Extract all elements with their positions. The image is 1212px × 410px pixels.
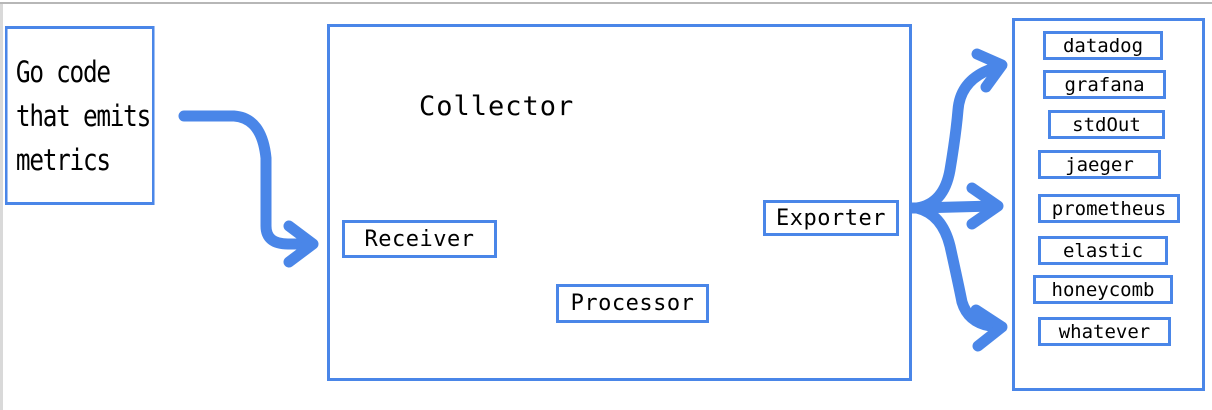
source-line-1: Go code [15, 54, 111, 89]
backend-item-whatever: whatever [1038, 317, 1171, 346]
backend-item-elastic: elastic [1038, 236, 1168, 265]
page-top-rule [0, 2, 1212, 4]
backends-container: datadog grafana stdOut jaeger prometheus… [1012, 18, 1205, 391]
backend-item-grafana: grafana [1043, 70, 1166, 99]
backend-item-stdout: stdOut [1048, 110, 1165, 139]
collector-title: Collector [419, 91, 575, 122]
backend-item-honeycomb: honeycomb [1033, 275, 1173, 304]
source-line-2: that emits [15, 98, 151, 133]
source-code-box: Go code that emits metrics [5, 26, 155, 205]
arrow-exporter-fanout-top [911, 48, 1008, 214]
backend-item-jaeger: jaeger [1038, 150, 1161, 179]
arrow-exporter-fanout-bottom [911, 202, 1008, 352]
processor-box: Processor [556, 284, 709, 323]
arrow-source-to-receiver [178, 110, 319, 268]
page-left-rule [0, 4, 3, 410]
source-line-3: metrics [15, 142, 111, 177]
exporter-box: Exporter [763, 200, 899, 236]
receiver-box: Receiver [342, 220, 497, 258]
backend-item-prometheus: prometheus [1038, 194, 1180, 223]
backend-item-datadog: datadog [1043, 31, 1163, 60]
